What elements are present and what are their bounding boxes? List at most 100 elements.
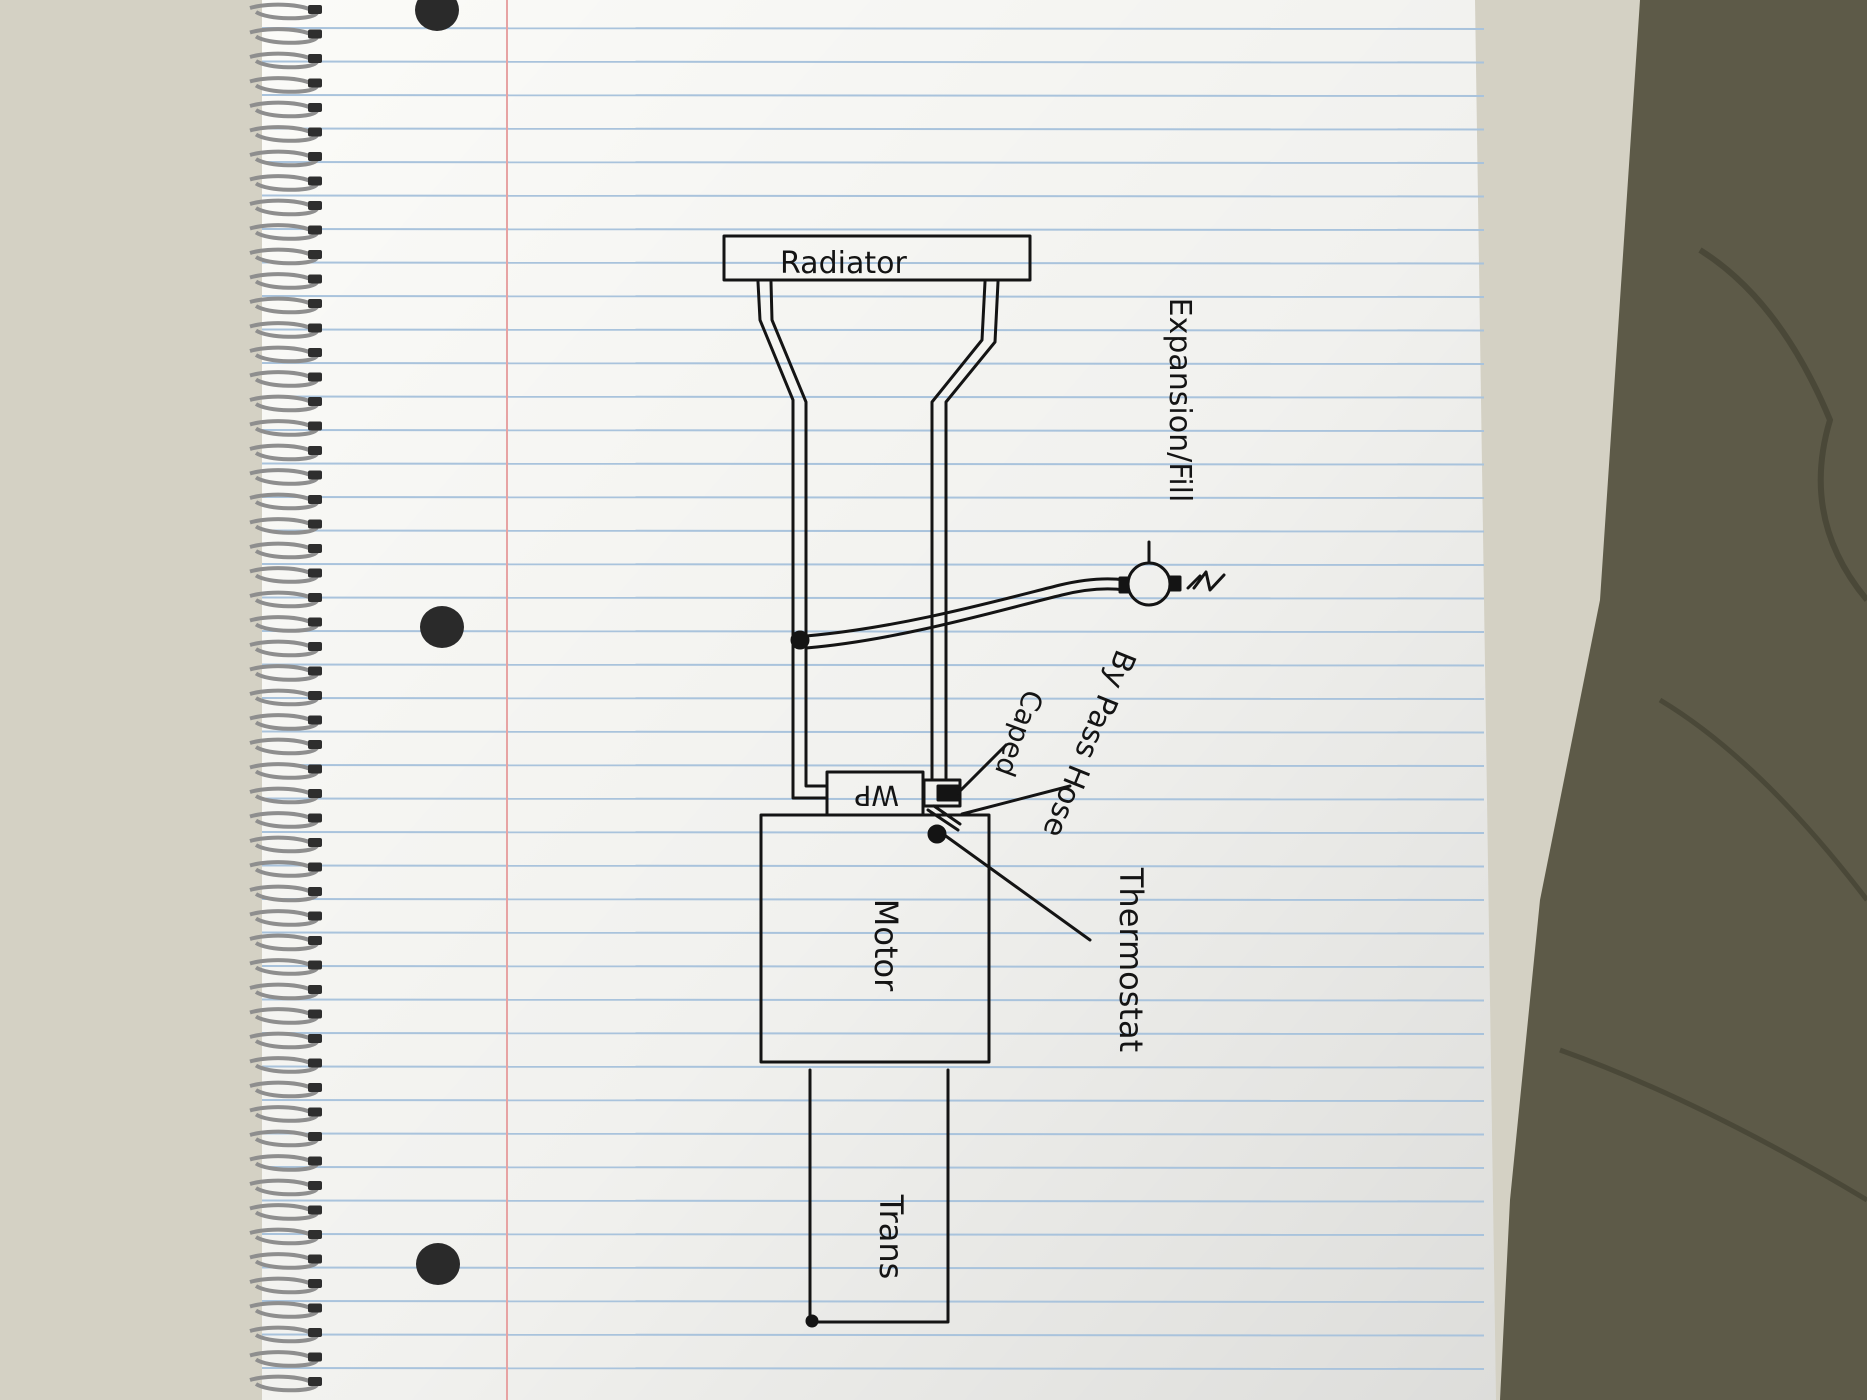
ruled-line (261, 864, 1485, 868)
spiral-hole (308, 54, 322, 63)
spiral-hole (308, 887, 322, 896)
spiral-hole (308, 544, 322, 553)
spiral-hole (308, 1230, 322, 1239)
spiral-hole (308, 1181, 322, 1190)
spiral-hole (308, 1083, 322, 1092)
spiral-hole (308, 201, 322, 210)
ruled-line (261, 60, 1485, 64)
spiral-hole (308, 127, 322, 137)
motor-label: Motor (867, 899, 905, 992)
ruled-line (261, 1032, 1485, 1035)
ruled-line (261, 596, 1485, 600)
fabric-cloth (1500, 0, 1867, 1400)
spiral-hole (308, 78, 322, 88)
spiral-hole (308, 936, 322, 945)
trans-label: Trans (872, 1194, 910, 1280)
ruled-line (261, 127, 1485, 131)
ruled-line (261, 395, 1485, 399)
ruled-line (261, 295, 1485, 298)
ruled-line (261, 730, 1485, 734)
ruled-line (261, 228, 1485, 231)
spiral-hole (308, 666, 322, 676)
ruled-line (261, 27, 1485, 30)
ruled-line (261, 931, 1485, 935)
spiral-hole (308, 911, 322, 921)
spiral-hole (308, 1058, 322, 1068)
spiral-hole (308, 960, 322, 970)
ruled-line (261, 1266, 1485, 1270)
ruled-line (261, 362, 1485, 365)
spiral-hole (308, 5, 322, 14)
spiral-hole (308, 813, 322, 823)
ruled-line (261, 965, 1485, 968)
spiral-hole (308, 617, 322, 627)
ruled-line (261, 630, 1485, 633)
spiral-hole (308, 1328, 322, 1337)
spiral-hole (308, 152, 322, 161)
spiral-hole (308, 1009, 322, 1019)
spiral-hole (308, 838, 322, 847)
spiral-hole (308, 568, 322, 578)
ruled-line (261, 563, 1485, 566)
spiral-hole (308, 1205, 322, 1215)
ruled-line (261, 1065, 1485, 1069)
spiral-hole (308, 1132, 322, 1141)
expansion-hose (790, 576, 1130, 650)
spiral-hole (308, 29, 322, 39)
ruled-line (261, 1300, 1485, 1303)
water-pump-label: WP (854, 779, 899, 812)
spiral-hole (308, 1107, 322, 1117)
spiral-hole (308, 1034, 322, 1043)
spiral-hole (308, 103, 322, 112)
ruled-lines (261, 27, 1485, 1370)
spiral-hole (308, 642, 322, 651)
spiral-hole (308, 789, 322, 798)
punch-hole (420, 606, 464, 648)
ruled-line (261, 797, 1485, 801)
transmission-box (805, 1068, 950, 1328)
ruled-line (261, 898, 1485, 901)
spiral-hole (308, 519, 322, 529)
ruled-line (261, 1333, 1485, 1337)
spiral-hole (308, 593, 322, 602)
ruled-line (261, 663, 1485, 667)
ruled-line (261, 764, 1485, 767)
spiral-hole (308, 862, 322, 872)
notebook-page (249, 0, 1496, 1400)
spiral-hole (308, 421, 322, 431)
radiator-label: Radiator (780, 246, 907, 281)
spiral-hole (308, 250, 322, 259)
ruled-line (261, 429, 1485, 432)
caped-leader-line (956, 743, 1008, 795)
spiral-hole (308, 446, 322, 455)
spiral-hole (308, 274, 322, 284)
ruled-line (261, 1132, 1485, 1136)
ruled-line (261, 462, 1485, 466)
ruled-line (261, 1233, 1485, 1236)
spiral-binding (249, 2, 322, 1393)
thermostat-leader-line (941, 832, 1092, 942)
thermostat-label: Thermostat (1112, 867, 1150, 1052)
ruled-line (261, 328, 1485, 332)
spiral-hole (308, 715, 322, 725)
expansion-fill-label: Expansion/Fill (1162, 298, 1197, 503)
spiral-hole (308, 495, 322, 504)
spiral-hole (308, 323, 322, 333)
ruled-line (261, 496, 1485, 499)
motor-block (759, 813, 991, 1064)
ruled-line (261, 1166, 1485, 1169)
spiral-hole (308, 397, 322, 406)
spiral-hole (308, 691, 322, 700)
spiral-hole (308, 348, 322, 357)
punch-hole (415, 0, 459, 31)
spiral-hole (308, 372, 322, 382)
spiral-hole (308, 1377, 322, 1386)
spiral-hole (308, 1352, 322, 1362)
ruled-line (261, 831, 1485, 834)
bypass-leader-line (960, 784, 1072, 816)
spiral-hole (308, 1303, 322, 1313)
ruled-line (261, 1099, 1485, 1102)
lower-radiator-hose (756, 280, 829, 800)
spiral-hole (308, 1279, 322, 1288)
